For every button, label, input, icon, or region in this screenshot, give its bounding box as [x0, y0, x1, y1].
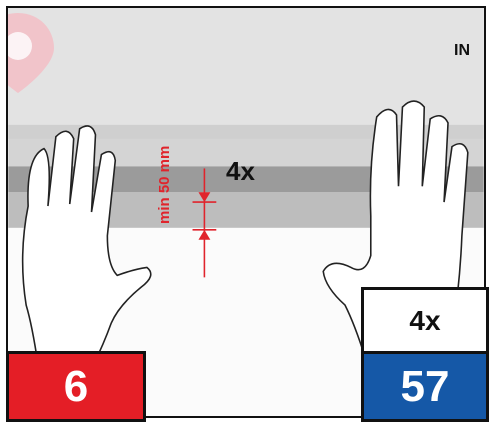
part-number-badge: 57	[361, 351, 489, 422]
step-number-badge: 6	[6, 351, 146, 422]
dimension-label: min 50 mm	[156, 146, 173, 224]
quantity-label: 4x	[226, 156, 255, 187]
location-pin-icon	[6, 8, 58, 98]
quantity-badge: 4x	[361, 287, 489, 354]
corner-label: IN	[454, 42, 470, 60]
